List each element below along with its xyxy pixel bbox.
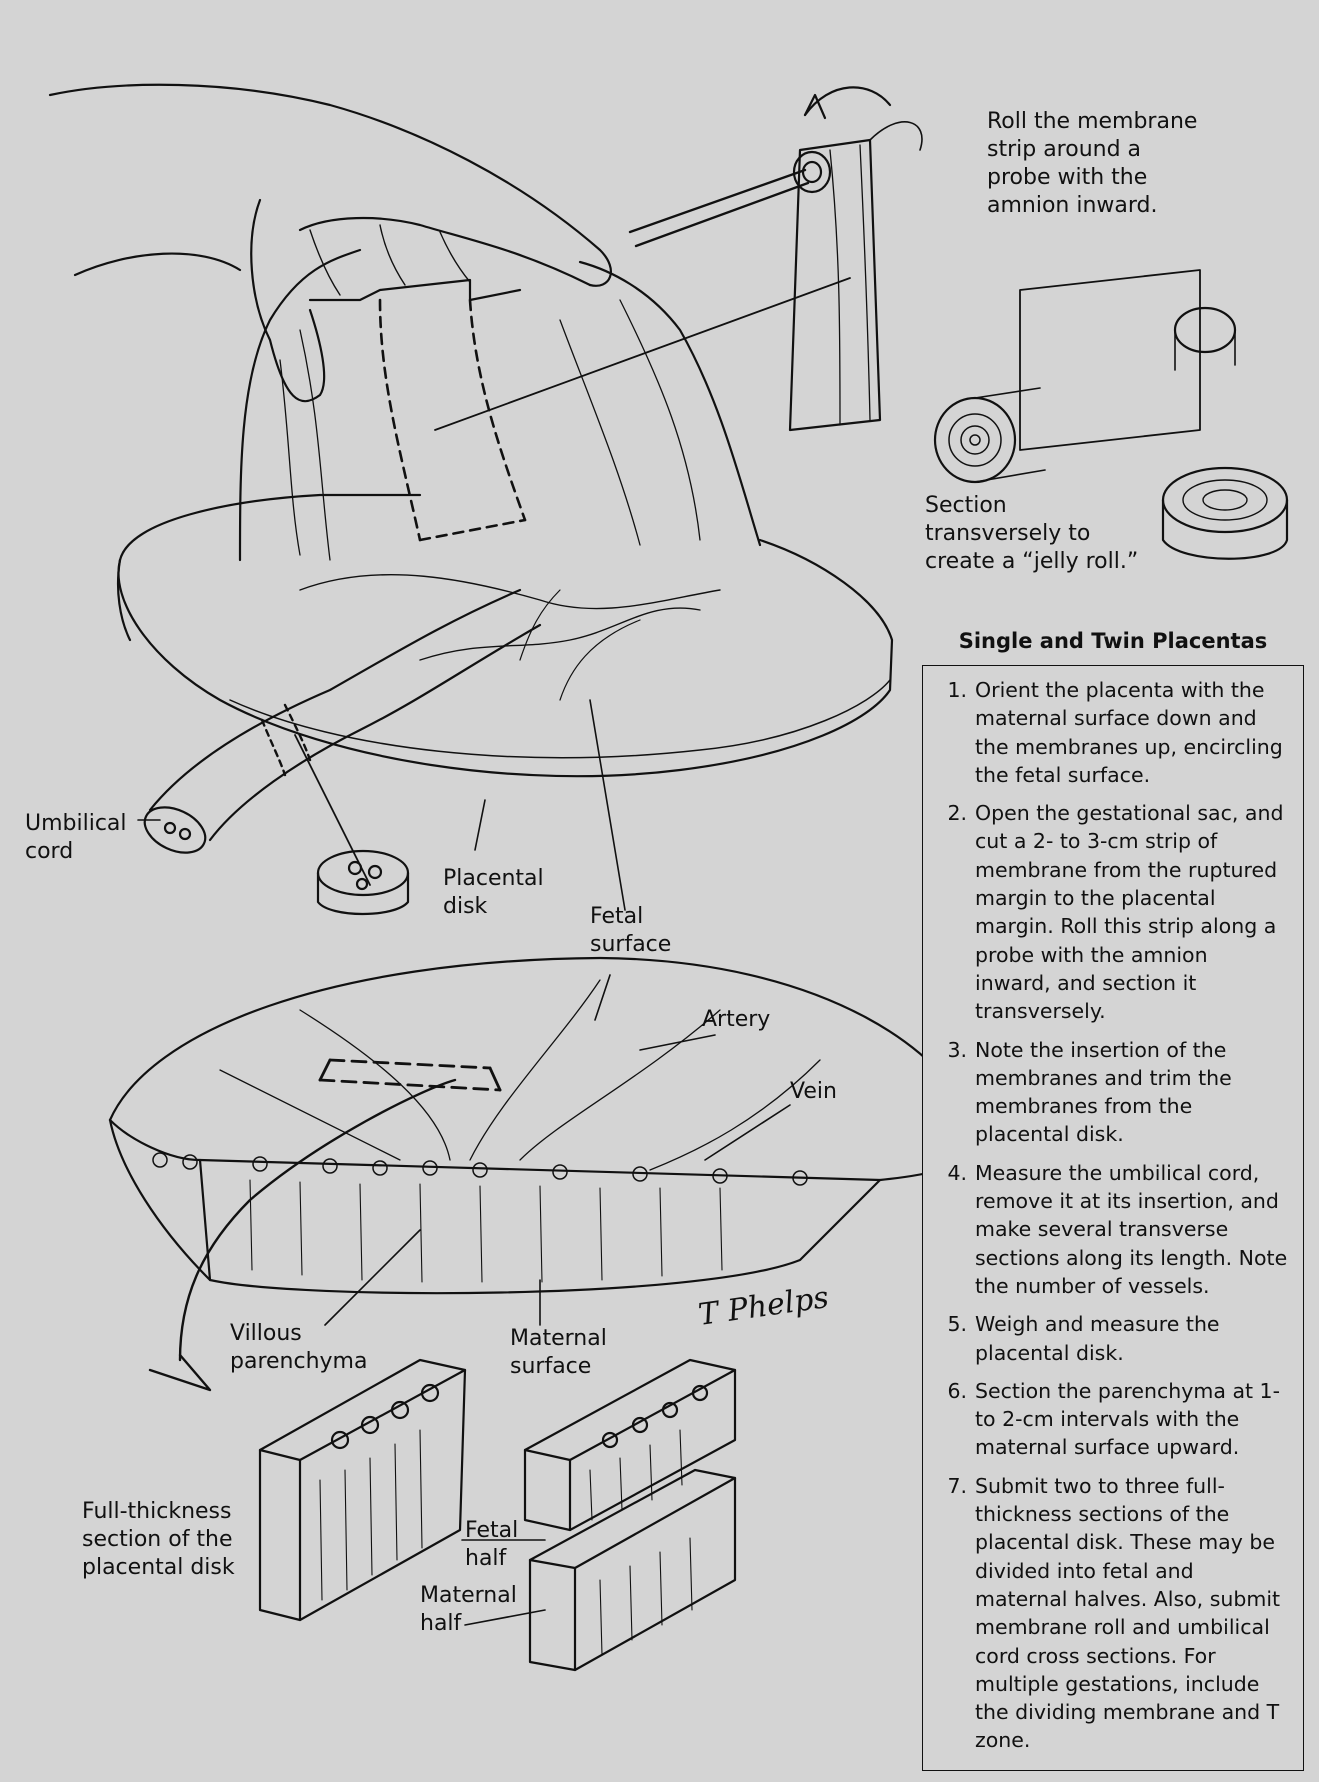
procedure-step: 5. Weigh and measure the placental disk. [933,1310,1289,1367]
procedure-step: 7. Submit two to three full-thickness se… [933,1472,1289,1755]
label-section-transversely: Section transversely to create a “jelly … [925,493,1139,574]
procedure-steps: 1. Orient the placenta with the maternal… [923,666,1303,1755]
step-number: 4. [947,1160,967,1185]
step-text: Open the gestational sac, and cut a 2- t… [975,801,1284,1024]
label-full-thickness-section: Full-thickness section of the placental … [82,1499,235,1580]
procedure-panel: 1. Orient the placenta with the maternal… [922,665,1304,1771]
maternal-half-block-drawing [528,1468,737,1672]
procedure-step: 6. Section the parenchyma at 1- to 2-cm … [933,1377,1289,1462]
label-artery: Artery [702,1007,771,1032]
label-vein: Vein [790,1079,837,1104]
jelly-roll-drawing [933,269,1289,560]
label-maternal-surface: Maternal surface [510,1326,607,1379]
procedure-step: 3. Note the insertion of the membranes a… [933,1036,1289,1149]
label-maternal-half: Maternal half [420,1583,517,1636]
step-number: 6. [947,1378,967,1403]
step-number: 1. [947,678,967,702]
artist-signature: T Phelps [696,1280,831,1333]
step-number: 2. [947,801,967,826]
hand-drawing [48,83,612,403]
vessel-openings [152,1152,808,1186]
label-villous-parenchyma: Villous parenchyma [230,1321,368,1374]
step-text: Measure the umbilical cord, remove it at… [975,1160,1288,1298]
panel-title: Single and Twin Placentas [958,629,1268,653]
procedure-step: 4. Measure the umbilical cord, remove it… [933,1159,1289,1300]
step-text: Weigh and measure the placental disk. [975,1312,1220,1365]
step-number: 5. [947,1312,967,1337]
label-roll-membrane: Roll the membrane strip around a probe w… [987,109,1198,218]
label-umbilical-cord: Umbilical cord [25,811,127,864]
label-fetal-half: Fetal half [465,1518,519,1571]
label-fetal-surface: Fetal surface [590,904,672,957]
membrane-sac-drawing [238,248,851,562]
step-text: Orient the placenta with the maternal su… [975,678,1283,787]
umbilical-cord-drawing [143,588,542,916]
fetal-half-block-drawing [523,1358,737,1532]
probe-roll-drawing [628,86,923,432]
step-text: Note the insertion of the membranes and … [975,1037,1232,1147]
step-text: Section the parenchyma at 1- to 2-cm int… [975,1378,1280,1460]
step-text: Submit two to three full-thickness secti… [975,1473,1281,1753]
placental-disk-drawing [116,493,894,778]
label-placental-disk: Placental disk [443,866,544,919]
step-number: 3. [947,1037,967,1062]
procedure-step: 2. Open the gestational sac, and cut a 2… [933,799,1289,1025]
step-number: 7. [947,1473,967,1498]
full-thickness-block-drawing [258,1358,467,1622]
procedure-step: 1. Orient the placenta with the maternal… [933,676,1289,789]
